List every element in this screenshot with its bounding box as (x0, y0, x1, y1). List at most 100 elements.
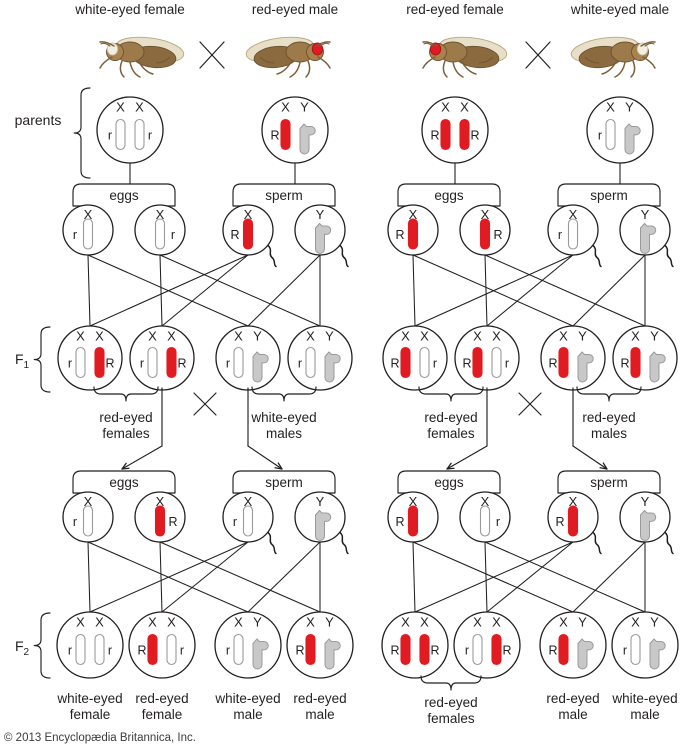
eggs-group-1: eggs (72, 183, 176, 207)
gamete-group-box (557, 470, 661, 494)
fert2-line-2 (159, 541, 163, 613)
f1-to-gamete2-arrow-1-head (274, 462, 283, 470)
allele-label: r (558, 228, 562, 242)
allele-label: r (108, 129, 112, 143)
fert1-line-1 (484, 254, 488, 327)
chromosome-letter: X (76, 329, 85, 344)
fly-leg-2 (614, 61, 626, 78)
chromosome-letter: X (631, 615, 640, 630)
allele-label: R (430, 644, 439, 658)
gamete1-cell-3: Y (294, 204, 346, 256)
fly-leg-5 (99, 41, 115, 47)
f1-to-gamete2-arrow-0-head (446, 462, 455, 470)
chromosome-letter: X (156, 207, 165, 222)
fly-leg-2 (289, 61, 301, 78)
f2-caption-3-line1: red-eyed (293, 691, 346, 706)
allele-label: R (555, 515, 564, 529)
parent-caption-mother: white-eyed female (74, 2, 185, 17)
y-chromosome-glyph (649, 638, 666, 670)
x-chromosome-glyph-white (94, 633, 105, 666)
chromosome-letter: Y (316, 494, 325, 509)
gamete2-cell-1: Xr (459, 491, 511, 543)
allele-label: R (105, 357, 114, 371)
f1-group-label-0-line2: females (427, 426, 475, 441)
chromosome-letter: X (492, 329, 501, 344)
x-chromosome-glyph-white (75, 633, 86, 666)
gamete1-cell-1: XR (459, 204, 511, 256)
eggs-group-1: eggs (397, 183, 501, 207)
chromosome-letter: X (492, 615, 501, 630)
fert1-line-7 (484, 254, 646, 327)
chromosome-letter: X (234, 329, 243, 344)
fert1-line-4 (572, 254, 646, 327)
fert2-line-3 (484, 541, 646, 613)
fert2-line-4 (414, 541, 574, 613)
gamete-group-box (557, 183, 661, 207)
allele-label: R (230, 228, 239, 242)
allele-label: R (548, 357, 557, 371)
copyright-notice: © 2013 Encyclopædia Britannica, Inc. (4, 732, 196, 744)
cell-outline (57, 325, 123, 391)
y-chromosome-glyph (577, 638, 594, 670)
x-chromosome-glyph-red (280, 118, 291, 151)
chromosome-letter: Y (578, 329, 587, 344)
allele-label: R (270, 129, 279, 143)
sperm-group-1: sperm (232, 183, 336, 207)
x-chromosome-glyph-red (491, 633, 502, 666)
gamete-group-label: eggs (109, 475, 139, 490)
fly-father (570, 36, 656, 78)
fly-body-group (245, 36, 331, 78)
allele-label: r (598, 129, 602, 143)
f1-to-gamete2-arrow-1-head (599, 462, 608, 470)
chromosome-letter: X (95, 615, 104, 630)
sperm-tail-1-3 (664, 244, 674, 268)
gamete-group-label: sperm (590, 475, 628, 490)
x-chromosome-glyph-red (94, 346, 105, 379)
fly-abdomen-stripe (478, 56, 494, 64)
x-chromosome-glyph-red (242, 218, 254, 250)
fly-leg-4 (317, 56, 331, 69)
chromosome-letter: X (409, 207, 418, 222)
cell-outline (128, 611, 196, 679)
chromosome-letter: X (244, 494, 253, 509)
allele-label: r (140, 357, 144, 371)
gamete-group-label: sperm (265, 475, 303, 490)
fly-mother (99, 36, 185, 78)
f1-to-gamete2-arrow-0-head (121, 462, 130, 470)
allele-label: r (298, 357, 302, 371)
allele-label: r (171, 228, 175, 242)
chromosome-letter: X (401, 329, 410, 344)
fly-leg-1 (442, 60, 448, 78)
y-chromosome-glyph (577, 351, 594, 383)
x-chromosome-glyph-white (242, 505, 254, 537)
chromosome-letter: X (234, 615, 243, 630)
gamete1-cell-3: Y (619, 204, 671, 256)
f1-to-gamete2-arrow-1 (572, 445, 608, 470)
chromosome-letter: X (631, 329, 640, 344)
chromosome-letter: X (420, 615, 429, 630)
f1-group-label-0-line1: red-eyed (424, 410, 477, 425)
f1-to-gamete2-arrow-0 (121, 445, 163, 470)
fly-antenna (319, 42, 330, 47)
allele-label: r (433, 357, 437, 371)
chromosome-letter: Y (325, 329, 334, 344)
cell-outline (453, 611, 521, 679)
chromosome-letter: X (460, 100, 469, 115)
x-chromosome-glyph-red (305, 633, 316, 666)
chromosome-letter: Y (650, 329, 659, 344)
allele-label: r (496, 515, 500, 529)
fly-leg-4 (99, 56, 113, 69)
f1-cross-symbol-stroke2 (193, 392, 217, 416)
cell-outline (611, 611, 679, 679)
x-chromosome-glyph-white (479, 505, 491, 537)
